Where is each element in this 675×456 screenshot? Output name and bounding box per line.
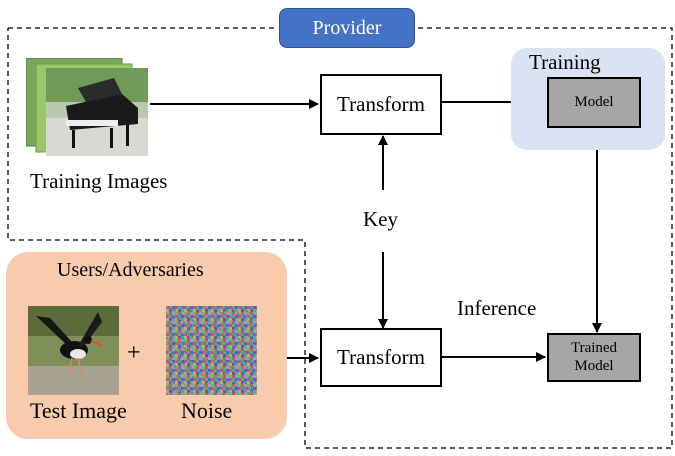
noise-image — [166, 306, 257, 395]
inference-label: Inference — [457, 296, 537, 320]
transform-bottom-box: Transform — [320, 328, 442, 387]
test-image-caption: Test Image — [30, 398, 127, 423]
trained-model-line2: Model — [574, 357, 614, 374]
key-label: Key — [363, 207, 398, 231]
transform-top-label: Transform — [337, 92, 425, 116]
trained-model-box: Trained Model — [547, 333, 641, 382]
noise-caption: Noise — [181, 398, 233, 423]
plus-sign: + — [127, 340, 141, 366]
training-images-icon — [25, 57, 148, 156]
model-box: Model — [547, 77, 641, 128]
transform-top-box: Transform — [320, 74, 442, 135]
training-images-caption: Training Images — [30, 169, 168, 193]
provider-label-text: Provider — [312, 16, 382, 39]
noise-icon — [166, 306, 257, 395]
provider-label: Provider — [279, 8, 415, 48]
transform-bottom-label: Transform — [337, 345, 425, 369]
trained-model-line1: Trained — [570, 340, 618, 357]
training-images-stack — [25, 57, 154, 158]
provider-boundary — [7, 27, 673, 449]
test-image — [28, 306, 119, 395]
training-label: Training — [529, 50, 601, 74]
users-label: Users/Adversaries — [57, 259, 204, 281]
bird-icon — [28, 306, 119, 395]
model-label: Model — [574, 93, 614, 110]
